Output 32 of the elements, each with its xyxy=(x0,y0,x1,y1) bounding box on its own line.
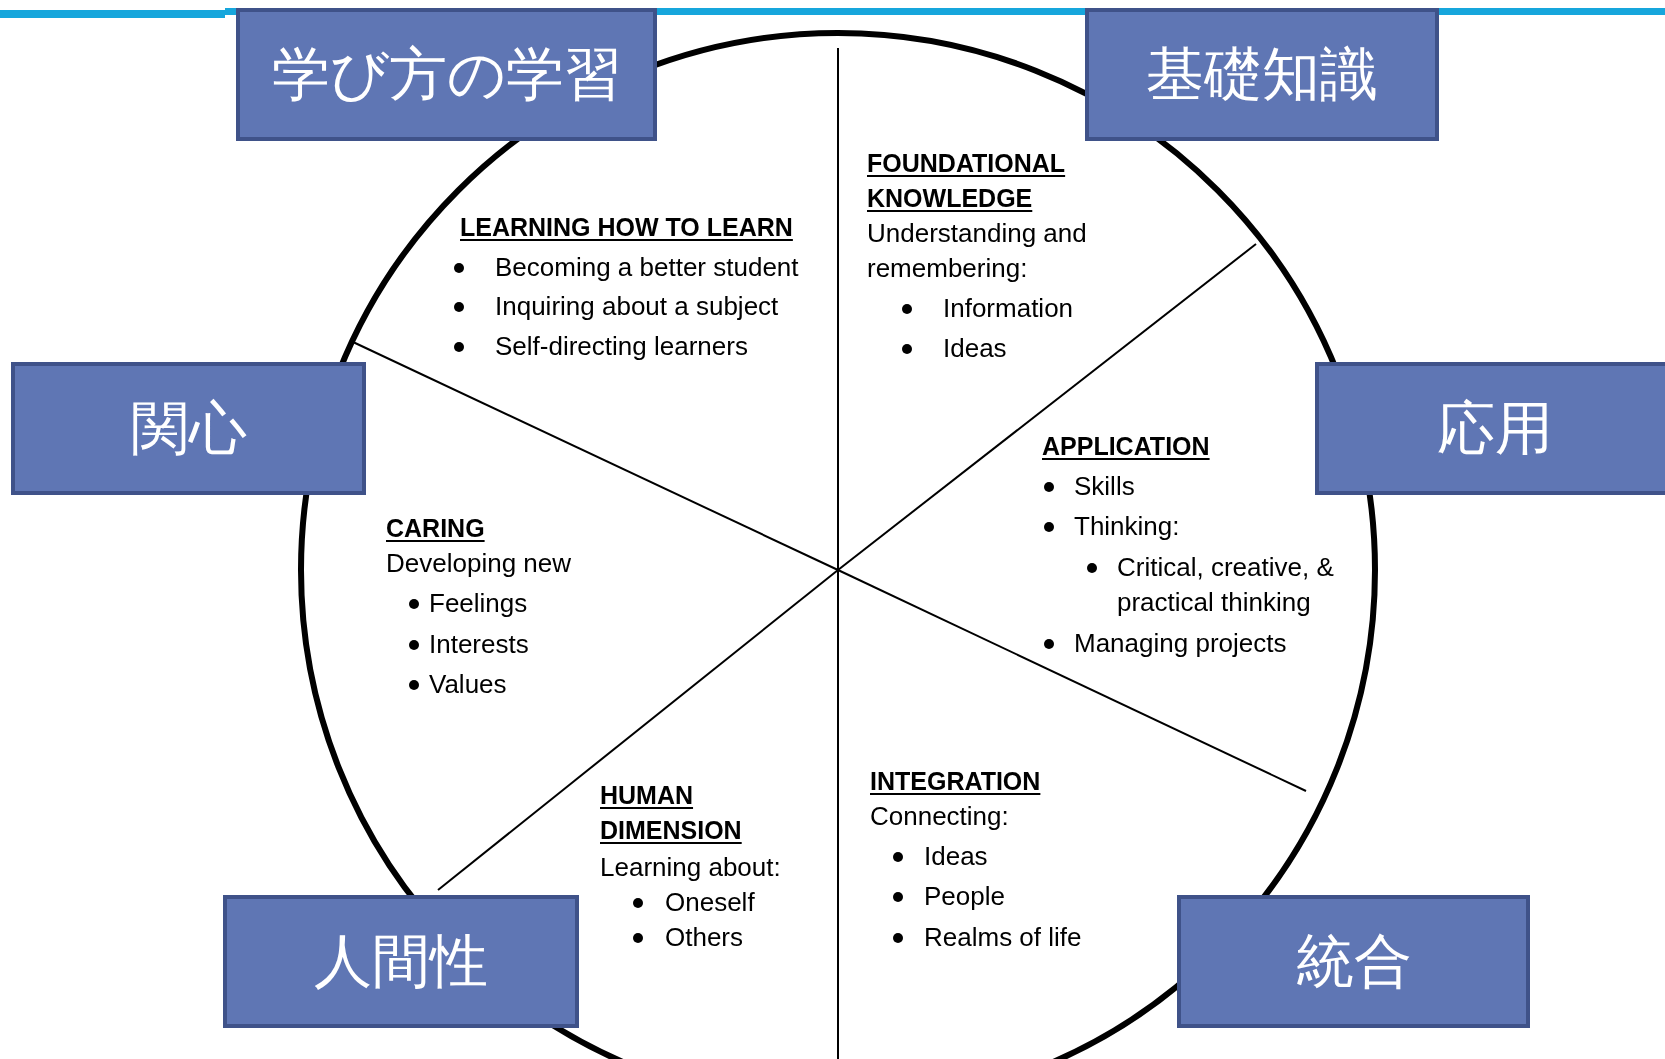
section-heading: FOUNDATIONAL KNOWLEDGE xyxy=(867,147,1067,214)
bullet-item: Oneself xyxy=(665,885,756,919)
section-text: Understanding and remembering: xyxy=(867,216,1088,285)
section-heading: INTEGRATION xyxy=(870,765,1042,797)
bullet-item: Feelings xyxy=(429,586,529,620)
section-heading: HUMAN DIMENSION xyxy=(600,779,743,846)
bullet-item: Inquiring about a subject xyxy=(495,289,780,323)
bullet-item: Interests xyxy=(429,627,530,661)
label-box: 人間性 xyxy=(223,895,579,1028)
bullet-item: Managing projects xyxy=(1074,626,1288,660)
section-text: Learning about: xyxy=(600,850,782,884)
bullet-item: People xyxy=(924,879,1006,913)
bullet-item: Realms of life xyxy=(924,920,1083,954)
bullet-item: Self-directing learners xyxy=(495,329,749,363)
label-box: 応用 xyxy=(1315,362,1665,495)
label-box: 基礎知識 xyxy=(1085,8,1439,141)
bullet-item: Information xyxy=(943,291,1075,325)
bullet-item: Ideas xyxy=(924,839,989,873)
bullet-item: Others xyxy=(665,920,745,954)
section-text: Developing new xyxy=(386,546,572,580)
bullet-item: Ideas xyxy=(943,331,1008,365)
bullet-item: Critical, creative, & practical thinking xyxy=(1117,550,1335,619)
bullet-item: Skills xyxy=(1074,469,1136,503)
label-box: 関心 xyxy=(11,362,366,495)
section-heading: CARING xyxy=(386,512,486,544)
section-heading: APPLICATION xyxy=(1042,430,1211,462)
label-box: 統合 xyxy=(1177,895,1530,1028)
bullet-item: Thinking: xyxy=(1074,509,1181,543)
section-text: Connecting: xyxy=(870,799,1010,833)
bullet-item: Values xyxy=(429,667,508,701)
bullet-item: Becoming a better student xyxy=(495,250,800,284)
label-box: 学び方の学習 xyxy=(236,8,657,141)
